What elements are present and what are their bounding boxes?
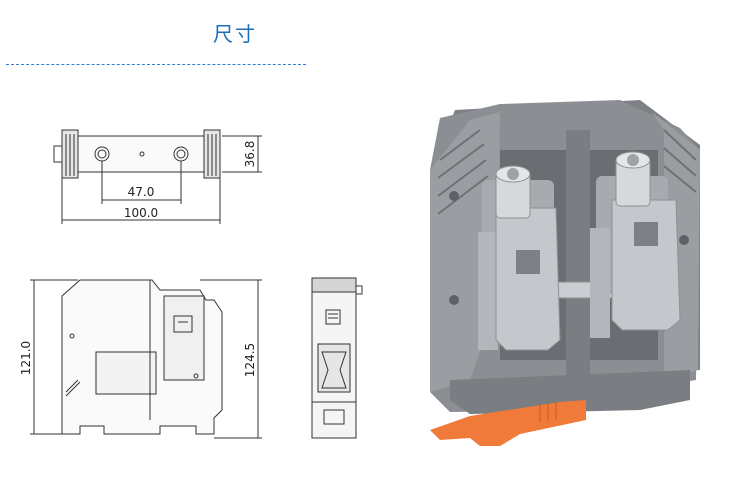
top-view (53, 129, 262, 224)
side-view-clamp (163, 295, 205, 381)
din-foot-orange (430, 400, 586, 446)
top-view-left-tab (53, 145, 63, 163)
title-divider (6, 64, 306, 65)
side-view (30, 279, 262, 439)
dim-side-height-right: 124.5 (243, 343, 257, 377)
front-view-clamp (317, 343, 351, 393)
dim-side-height-left: 121.0 (19, 341, 33, 375)
page-title: 尺寸 (213, 22, 257, 46)
left-clamp (478, 165, 561, 351)
terminal-block-photo (430, 100, 700, 446)
right-clamp (590, 151, 681, 338)
top-view-body (61, 135, 221, 173)
front-view (311, 277, 363, 439)
dim-top-width: 100.0 (124, 206, 158, 220)
dim-hole-spacing: 47.0 (128, 185, 155, 199)
dim-top-height: 36.8 (243, 141, 257, 168)
